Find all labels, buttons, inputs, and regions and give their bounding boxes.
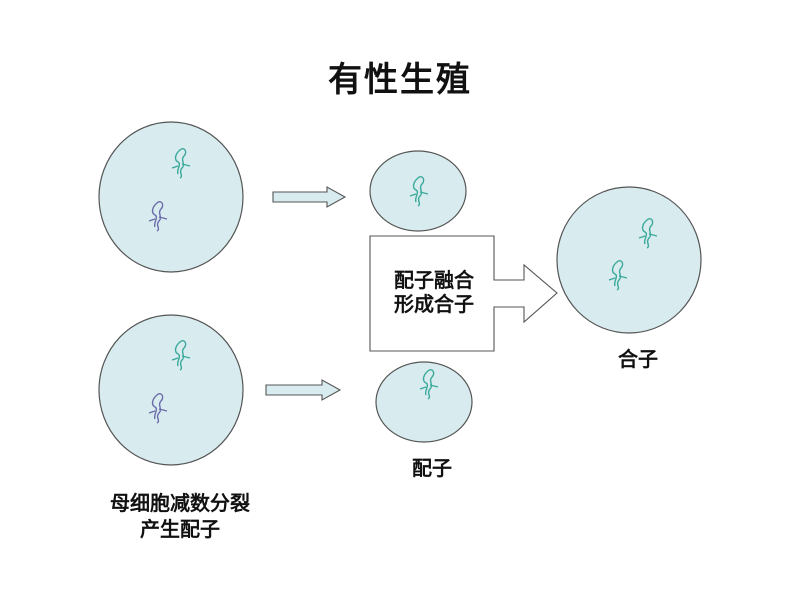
mother-cell-label: 母细胞减数分裂 产生配子 [60, 490, 300, 542]
fusion-callout-arrow [369, 235, 558, 352]
zygote-cell [556, 186, 702, 334]
fusion-label-line1: 配子融合 [394, 268, 474, 292]
mother-cell-top [98, 121, 244, 273]
mother-cell-label-line1: 母细胞减数分裂 [110, 491, 250, 515]
arrow-icon [272, 186, 347, 208]
fusion-label-line2: 形成合子 [394, 292, 474, 316]
zygote-label: 合子 [618, 347, 658, 371]
title: 有性生殖 [328, 60, 472, 100]
gamete-cell-bottom [375, 361, 473, 443]
gamete-label: 配子 [412, 456, 452, 480]
arrow-icon [265, 379, 342, 401]
gamete-cell-top [369, 150, 467, 232]
mother-cell-label-line2: 产生配子 [140, 517, 220, 541]
fusion-label: 配子融合 形成合子 [372, 268, 496, 316]
mother-cell-bottom [98, 314, 244, 466]
